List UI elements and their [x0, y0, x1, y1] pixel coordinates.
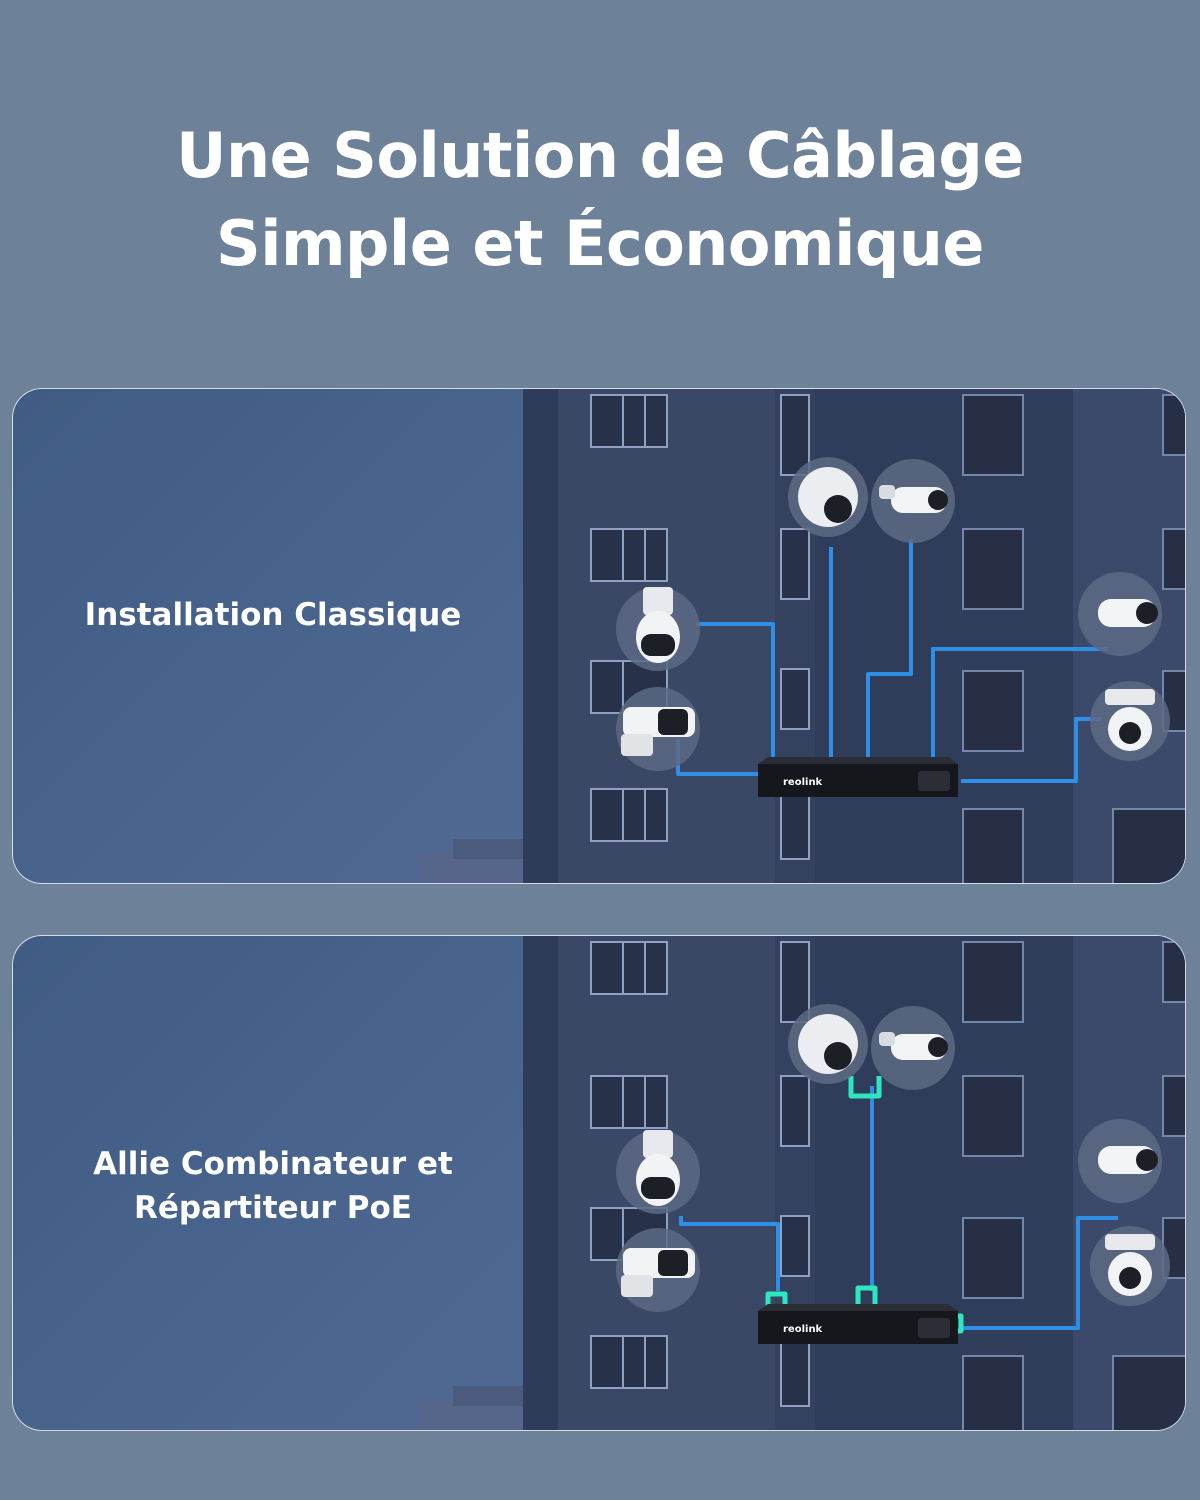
camera-ptz-right-2 [1090, 1226, 1170, 1306]
panel-classic-installation: reolink [12, 388, 1186, 884]
panel-label-classic-line-1: Installation Classique [84, 597, 462, 633]
camera-bullet-top [871, 459, 955, 543]
panel-label-combiner: Allie Combinateur et Répartiteur PoE [33, 1142, 513, 1230]
camera-dome [788, 457, 868, 537]
recorder-logo: reolink [783, 777, 823, 788]
camera-pan-tilt-2 [616, 1130, 700, 1214]
camera-dual-lens [616, 687, 700, 771]
panel-label-combiner-line-2: Répartiteur PoE [134, 1190, 412, 1226]
cables-single-run [679, 1086, 1118, 1330]
page-title-line-1: Une Solution de Câblage [176, 119, 1024, 192]
camera-bullet-top-2 [871, 1006, 955, 1090]
camera-dome-2 [788, 1004, 868, 1084]
windows-left [590, 394, 668, 842]
recorder-logo-2: reolink [783, 1324, 823, 1335]
recorder-device-2: reolink [758, 1304, 958, 1344]
page-title-line-2: Simple et Économique [216, 207, 984, 280]
cables-direct [676, 539, 1108, 783]
recorder-device: reolink [758, 757, 958, 797]
camera-bullet-right-2 [1078, 1119, 1162, 1203]
scene-classic-installation: reolink [418, 389, 1185, 883]
camera-pan-tilt [616, 587, 700, 671]
camera-dual-lens-2 [616, 1228, 700, 1312]
page-title: Une Solution de Câblage Simple et Économ… [0, 112, 1200, 288]
windows-right [962, 394, 1185, 883]
panel-combiner-splitter: reolink [12, 935, 1186, 1431]
panel-label-classic: Installation Classique [33, 593, 513, 637]
scene-combiner-splitter: reolink [418, 936, 1185, 1430]
camera-ptz-right [1090, 681, 1170, 761]
camera-bullet-right [1078, 572, 1162, 656]
panel-label-combiner-line-1: Allie Combinateur et [93, 1146, 453, 1182]
